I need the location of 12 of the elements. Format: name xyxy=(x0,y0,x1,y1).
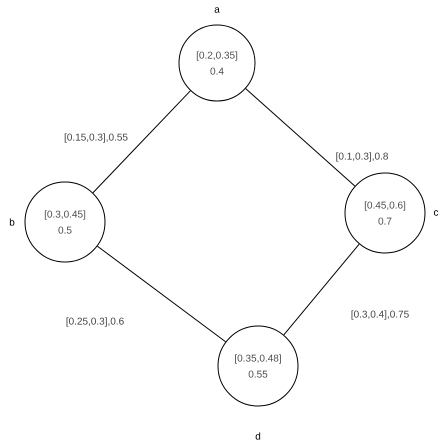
connector-line xyxy=(92,90,191,194)
node-letter: c xyxy=(434,210,438,216)
node-letter: a xyxy=(214,7,220,13)
connector-line xyxy=(96,246,226,342)
edge-label: [0.25,0.3],0.6 xyxy=(66,317,124,327)
edge-label: [0.1,0.3],0.8 xyxy=(336,152,388,162)
edge-label: [0.15,0.3],0.55 xyxy=(64,133,128,143)
node-letter: b xyxy=(10,218,14,226)
connector-line xyxy=(245,88,356,187)
node-letter: d xyxy=(256,432,260,440)
edge-label: [0.3,0.4],0.75 xyxy=(352,310,409,320)
connector-line xyxy=(283,244,360,336)
